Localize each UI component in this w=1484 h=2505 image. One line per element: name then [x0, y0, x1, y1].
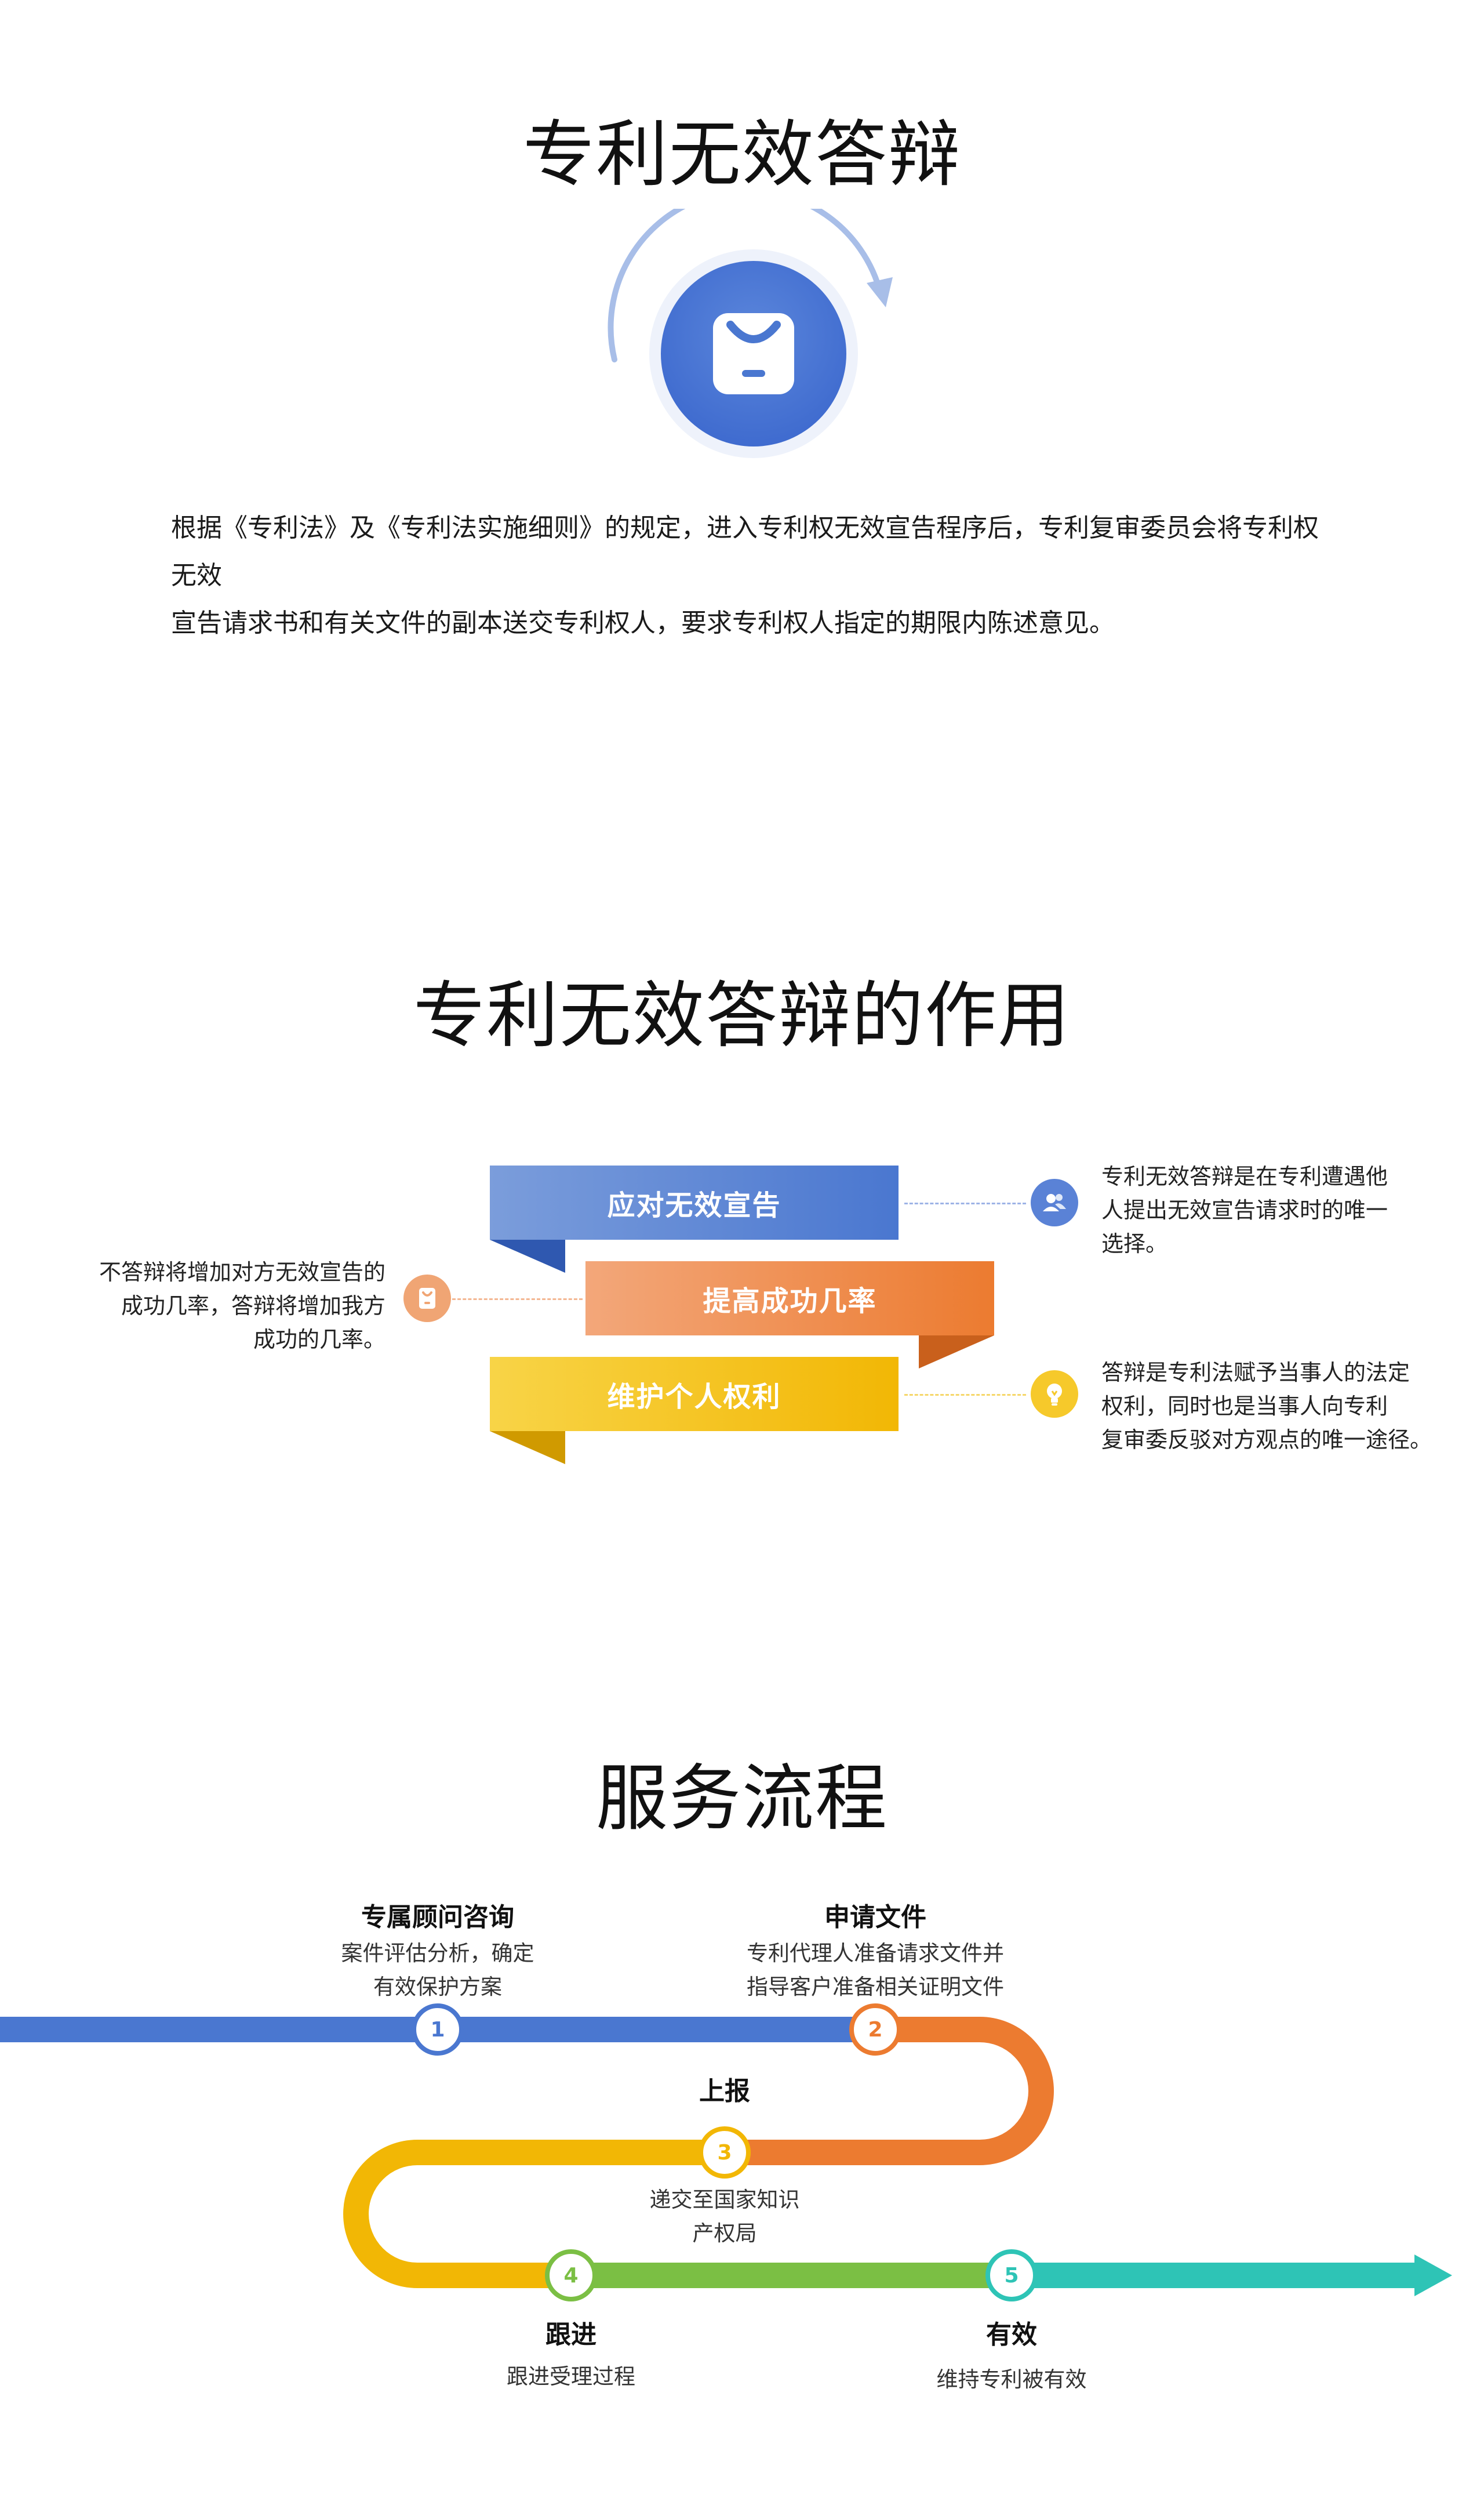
intro-paragraph: 根据《专利法》及《专利法实施细则》的规定，进入专利权无效宣告程序后，专利复审委员… — [171, 504, 1330, 647]
step-1-desc: 案件评估分析，确定 有效保护方案 — [287, 1937, 588, 2004]
connector-line-1 — [904, 1203, 1026, 1204]
users-icon — [1031, 1179, 1078, 1226]
step-5-title: 有效 — [986, 2320, 1037, 2350]
note-legal-right: 答辩是专利法赋予当事人的法定 权利，同时也是当事人向专利 复审委反驳对方观点的唯… — [1101, 1356, 1461, 1457]
note-line: 权利，同时也是当事人向专利 — [1101, 1393, 1388, 1419]
step-desc-line: 维持专利被有效 — [936, 2367, 1087, 2392]
shopping-bag-icon — [713, 313, 794, 394]
step-3-node: 3 — [699, 2126, 751, 2179]
section-title-service-process: 服务流程 — [595, 1757, 888, 1840]
note-success-rate: 不答辩将增加对方无效宣告的 成功几率，答辩将增加我方 成功的几率。 — [75, 1255, 385, 1356]
connector-line-3 — [904, 1394, 1026, 1396]
note-line: 答辩是专利法赋予当事人的法定 — [1101, 1360, 1410, 1385]
ribbon-improve-success: 提高成功几率 — [585, 1261, 994, 1335]
step-desc-line: 有效保护方案 — [373, 1974, 502, 1999]
step-4-node: 4 — [545, 2249, 597, 2301]
step-2-desc: 专利代理人准备请求文件并 指导客户准备相关证明文件 — [725, 1937, 1026, 2004]
intro-line-1: 根据《专利法》及《专利法实施细则》的规定，进入专利权无效宣告程序后，专利复审委员… — [171, 513, 1319, 590]
note-line: 人提出无效宣告请求时的唯一 — [1101, 1197, 1388, 1223]
lightbulb-icon — [1031, 1370, 1078, 1418]
section-title-invalidation-defense: 专利无效答辩 — [522, 113, 961, 197]
step-5-node: 5 — [985, 2249, 1038, 2301]
ribbon-folds — [490, 1240, 994, 1464]
note-only-choice: 专利无效答辩是在专利遭遇他 人提出无效宣告请求时的唯一 选择。 — [1101, 1160, 1426, 1261]
connector-line-2 — [452, 1298, 583, 1300]
step-desc-line: 产权局 — [692, 2221, 757, 2246]
step-2-node: 2 — [849, 2003, 901, 2056]
intro-line-2: 宣告请求书和有关文件的副本送交专利权人，要求专利权人指定的期限内陈述意见。 — [171, 608, 1115, 638]
step-4-title: 跟进 — [545, 2320, 596, 2350]
bag-icon-badge — [608, 209, 893, 458]
note-line: 专利无效答辩是在专利遭遇他 — [1101, 1164, 1388, 1189]
step-desc-line: 递交至国家知识 — [649, 2187, 800, 2212]
note-line: 选择。 — [1101, 1231, 1168, 1257]
note-line: 成功的几率。 — [253, 1327, 385, 1352]
step-2-title: 申请文件 — [824, 1903, 926, 1932]
note-line: 不答辩将增加对方无效宣告的 — [99, 1259, 385, 1285]
step-4-desc: 跟进受理过程 — [420, 2360, 722, 2394]
step-5-desc: 维持专利被有效 — [861, 2363, 1162, 2397]
step-desc-line: 专利代理人准备请求文件并 — [747, 1941, 1004, 1966]
step-1-node: 1 — [412, 2003, 464, 2056]
step-3-desc: 递交至国家知识 产权局 — [574, 2183, 875, 2250]
section-title-defense-role: 专利无效答辩的作用 — [413, 974, 1071, 1058]
note-line: 成功几率，答辩将增加我方 — [121, 1293, 385, 1319]
ribbon-respond-invalidation: 应对无效宣告 — [490, 1166, 899, 1240]
step-desc-line: 指导客户准备相关证明文件 — [747, 1974, 1004, 1999]
note-line: 复审委反驳对方观点的唯一途径。 — [1101, 1427, 1432, 1453]
step-desc-line: 案件评估分析，确定 — [341, 1941, 534, 1966]
step-3-title: 上报 — [699, 2076, 750, 2106]
step-desc-line: 跟进受理过程 — [507, 2364, 635, 2389]
ribbon-protect-rights: 维护个人权利 — [490, 1357, 899, 1431]
document-icon — [403, 1275, 451, 1322]
step-1-title: 专属顾问咨询 — [361, 1903, 514, 1932]
